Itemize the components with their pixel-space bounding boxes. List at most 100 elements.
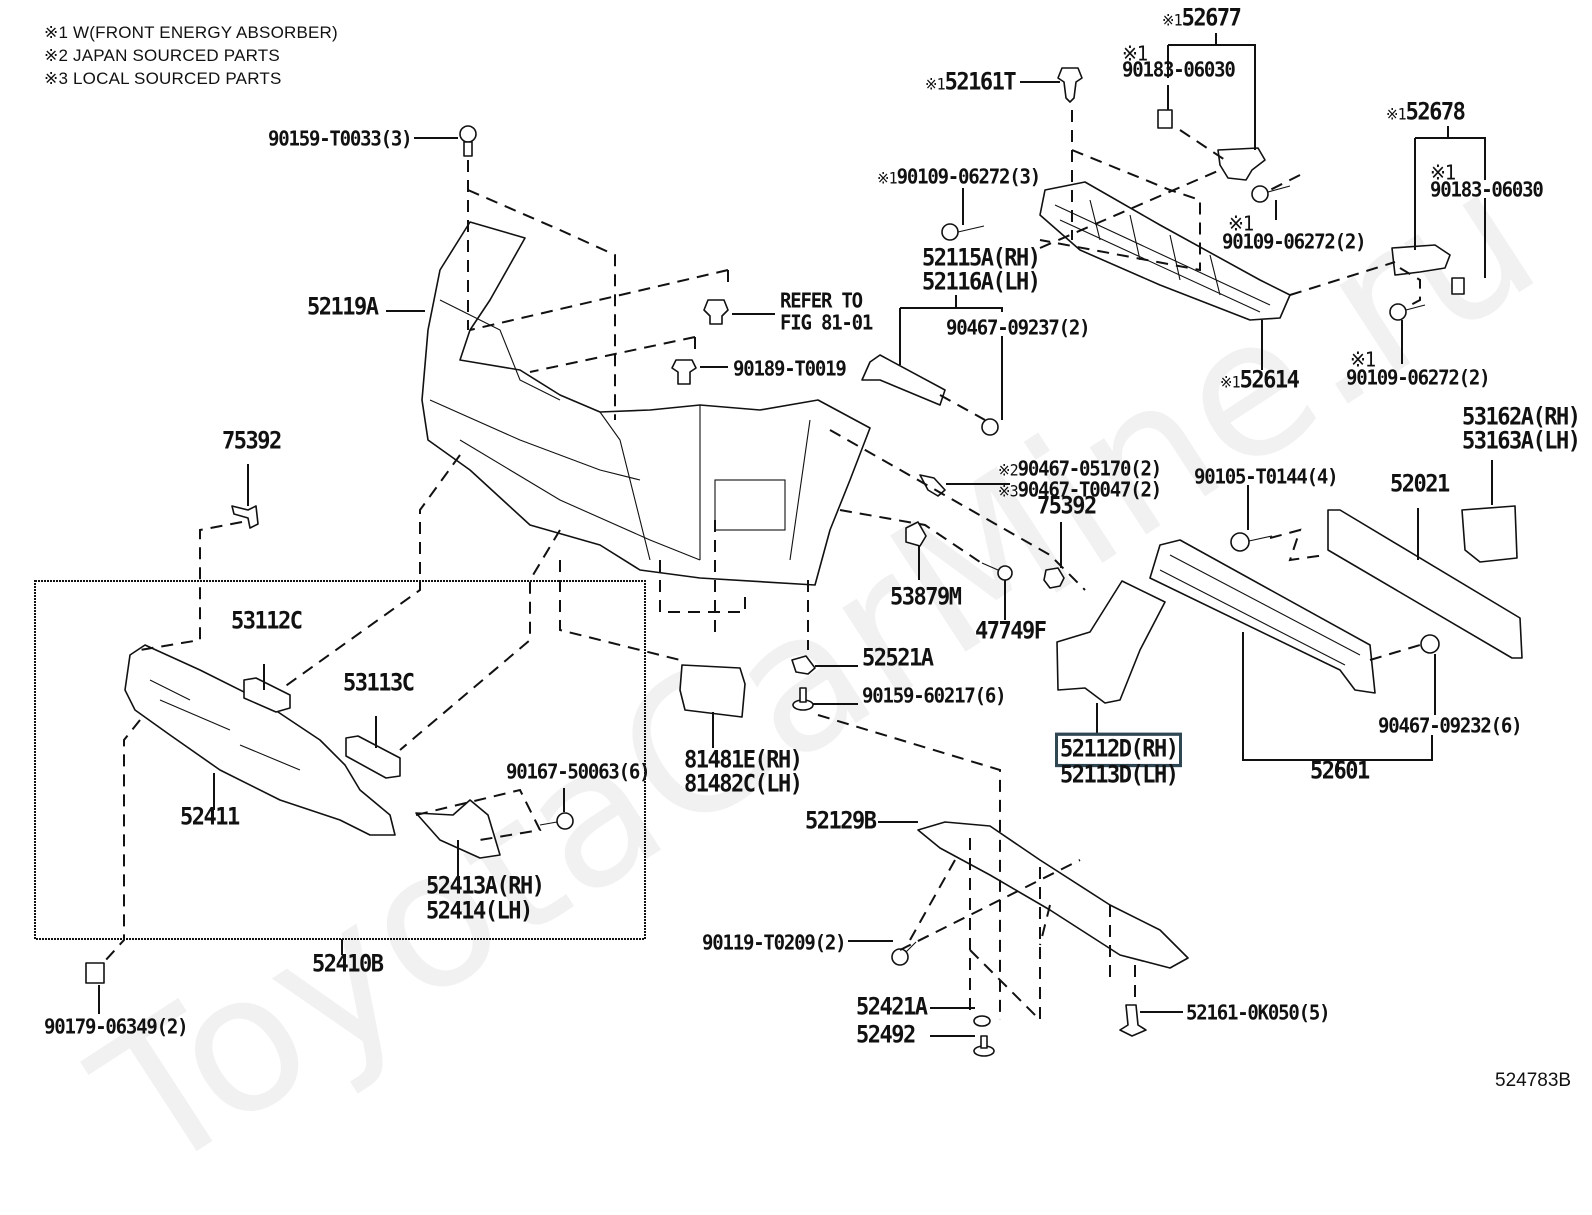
- label-90109-06272-2b[interactable]: 90109-06272(2): [1346, 366, 1491, 390]
- part-75392-left[interactable]: [231, 505, 259, 529]
- label-47749f[interactable]: 47749F: [975, 617, 1047, 645]
- label-81481e-rh[interactable]: 81481E(RH): [684, 746, 803, 774]
- label-90105-t0144[interactable]: 90105-T0144(4): [1194, 465, 1339, 489]
- label-52601[interactable]: 52601: [1310, 757, 1370, 785]
- label-52112d-rh-highlighted[interactable]: 52112D(RH): [1054, 732, 1183, 768]
- part-52413a[interactable]: [415, 799, 501, 859]
- note-marker: ※1: [1220, 372, 1241, 392]
- label-52113d-lh[interactable]: 52113D(LH): [1060, 761, 1179, 789]
- assembly-box-52410b: [34, 580, 646, 940]
- assembly-dashed-lines: [103, 110, 1421, 1023]
- parts-diagram: .ln { stroke: #111; stroke-width: 2; fil…: [34, 33, 1523, 1057]
- part-90183-06030-b[interactable]: [1451, 277, 1465, 295]
- label-90109-06272-3[interactable]: ※190109-06272(3): [877, 165, 1041, 189]
- label-81482c-lh[interactable]: 81482C(LH): [684, 770, 803, 798]
- part-53162a[interactable]: [1461, 505, 1518, 563]
- part-52677[interactable]: [1217, 147, 1266, 181]
- part-90159-t0033[interactable]: [459, 125, 477, 157]
- part-52112d[interactable]: [1056, 580, 1166, 704]
- label-fig-81-01[interactable]: FIG 81-01: [780, 311, 873, 335]
- label-52414-lh[interactable]: 52414(LH): [426, 897, 533, 925]
- part-47749f[interactable]: [981, 562, 1013, 581]
- label-52161-0k050[interactable]: 52161-0K050(5): [1186, 1001, 1331, 1025]
- label-90109-06272-2a[interactable]: 90109-06272(2): [1222, 230, 1367, 254]
- part-53879m[interactable]: [905, 521, 927, 547]
- label-90109-06272-2a-marker: ※1: [1228, 212, 1254, 236]
- label-75392-left[interactable]: 75392: [222, 427, 282, 455]
- part-52614[interactable]: [1039, 181, 1291, 321]
- label-90467-05170[interactable]: ※290467-05170(2): [998, 457, 1162, 481]
- label-52115a-rh[interactable]: 52115A(RH): [922, 244, 1041, 272]
- part-52521a[interactable]: [791, 655, 816, 675]
- part-52678[interactable]: [1391, 244, 1451, 276]
- part-52115a[interactable]: [861, 354, 946, 406]
- label-52410b[interactable]: 52410B: [312, 950, 384, 978]
- note-marker: ※3: [998, 481, 1019, 501]
- leader-lines: [98, 33, 1493, 1037]
- label-53163a-lh[interactable]: 53163A(LH): [1462, 427, 1581, 455]
- label-52411[interactable]: 52411: [180, 803, 240, 831]
- part-90167-50063[interactable]: [539, 812, 574, 830]
- label-90467-09232[interactable]: 90467-09232(6): [1378, 714, 1523, 738]
- label-90467-09237[interactable]: 90467-09237(2): [946, 316, 1091, 340]
- part-81481e[interactable]: [679, 664, 746, 718]
- part-52161-0k050[interactable]: [1119, 1004, 1147, 1037]
- label-90183-06030-b[interactable]: 90183-06030: [1430, 178, 1544, 202]
- label-52119a[interactable]: 52119A: [307, 293, 379, 321]
- part-75392-right[interactable]: [1043, 567, 1065, 589]
- part-90105-t0144[interactable]: [1230, 532, 1273, 552]
- part-90467-09232[interactable]: [1420, 634, 1440, 654]
- label-52492[interactable]: 52492: [856, 1021, 916, 1049]
- label-52116a-lh[interactable]: 52116A(LH): [922, 268, 1041, 296]
- part-90159-60217[interactable]: [792, 687, 814, 711]
- label-53879m[interactable]: 53879M: [890, 583, 962, 611]
- part-90119-t0209[interactable]: [891, 941, 917, 966]
- part-52492[interactable]: [973, 1035, 995, 1057]
- part-90179-06349[interactable]: [85, 962, 105, 984]
- label-52161t[interactable]: ※152161T: [925, 68, 1017, 96]
- label-90167-50063[interactable]: 90167-50063(6): [506, 760, 651, 784]
- note-marker: ※1: [1162, 10, 1183, 30]
- part-52129b[interactable]: [917, 821, 1189, 969]
- part-52161t[interactable]: [1057, 67, 1083, 103]
- part-53112c[interactable]: [243, 677, 291, 713]
- label-90183-06030-a-marker: ※1: [1122, 42, 1148, 66]
- label-90109-06272-2b-marker: ※1: [1350, 348, 1376, 372]
- part-52601[interactable]: [1149, 539, 1376, 694]
- part-90467-09237[interactable]: [981, 418, 999, 436]
- label-52421a[interactable]: 52421A: [856, 993, 928, 1021]
- label-53162a-rh[interactable]: 53162A(RH): [1462, 403, 1581, 431]
- label-52614[interactable]: ※152614: [1220, 366, 1300, 394]
- label-52413a-rh[interactable]: 52413A(RH): [426, 872, 545, 900]
- label-52678[interactable]: ※152678: [1386, 98, 1466, 126]
- label-52021[interactable]: 52021: [1390, 470, 1450, 498]
- label-90159-t0033[interactable]: 90159-T0033(3): [268, 127, 413, 151]
- label-52129b[interactable]: 52129B: [805, 807, 877, 835]
- note-marker: ※1: [877, 168, 898, 188]
- part-refer-fig-81-01-clip[interactable]: [703, 299, 729, 325]
- figure-code: 524783B: [1495, 1070, 1572, 1091]
- note-marker: ※1: [925, 74, 946, 94]
- part-90109-06272-3[interactable]: [941, 223, 985, 241]
- part-90189-t0019[interactable]: [671, 359, 697, 385]
- part-52421a[interactable]: [973, 1015, 991, 1027]
- part-52119a[interactable]: [421, 221, 871, 586]
- label-52521a[interactable]: 52521A: [862, 644, 934, 672]
- part-53113c[interactable]: [345, 735, 401, 779]
- label-75392-right[interactable]: 75392: [1037, 492, 1097, 520]
- label-90467-t0047[interactable]: ※390467-T0047(2): [998, 478, 1162, 502]
- label-90179-06349[interactable]: 90179-06349(2): [44, 1015, 189, 1039]
- label-90159-60217[interactable]: 90159-60217(6): [862, 684, 1007, 708]
- label-53113c[interactable]: 53113C: [343, 669, 415, 697]
- part-90109-06272-2a[interactable]: [1251, 185, 1291, 203]
- note-marker: ※2: [998, 460, 1019, 480]
- label-90189-t0019[interactable]: 90189-T0019: [733, 357, 847, 381]
- part-52021[interactable]: [1327, 509, 1523, 659]
- part-52411[interactable]: [124, 644, 396, 836]
- label-52677[interactable]: ※152677: [1162, 4, 1242, 32]
- part-90109-06272-2b[interactable]: [1389, 303, 1426, 321]
- label-90119-t0209[interactable]: 90119-T0209(2): [702, 931, 847, 955]
- label-53112c[interactable]: 53112C: [231, 607, 303, 635]
- label-90183-06030-a[interactable]: 90183-06030: [1122, 58, 1236, 82]
- part-90183-06030-a[interactable]: [1157, 109, 1173, 129]
